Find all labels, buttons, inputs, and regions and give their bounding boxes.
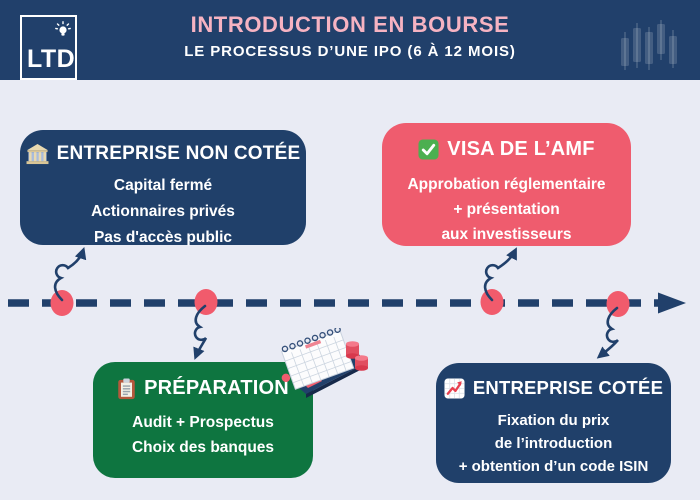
card-line: + présentation [453,201,560,218]
timeline-dot-3 [480,289,504,315]
lightbulb-icon [54,21,72,44]
card-line: aux investisseurs [441,226,572,243]
card-line: Pas d'accès public [93,229,233,246]
curly-arrow-up-1 [53,247,87,302]
header-band: INTRODUCTION EN BOURSE LE PROCESSUS D’UN… [0,0,700,80]
card-preparation: PRÉPARATION Audit + Prospectus Choix des… [93,362,313,478]
bank-icon [26,143,49,165]
card-line: de l’introduction [494,435,613,452]
page-title: INTRODUCTION EN BOURSE [190,12,510,37]
curly-arrow-down-2 [596,306,619,359]
check-icon [418,139,439,160]
chart-up-icon [444,377,465,399]
timeline-dot-2 [194,289,218,315]
ltd-logo-text: LTD [27,45,76,73]
curly-arrow-down-1 [193,304,208,360]
card-line: Fixation du prix [497,412,610,429]
card-line: Approbation réglementaire [407,176,606,193]
clipboard-icon [117,377,136,400]
timeline-dot-4 [606,291,630,317]
card-entreprise-non-cotee: ENTREPRISE NON COTÉE Capital fermé Actio… [20,130,306,246]
ltd-logo: LTD [20,15,77,80]
card-title: VISA DE L’AMF [447,138,595,160]
card-line: Actionnaires privés [91,203,235,220]
timeline-dot-1 [50,290,74,316]
card-line: + obtention d’un code ISIN [458,458,649,475]
card-line: Capital fermé [113,177,213,194]
card-line: Choix des banques [131,439,275,456]
page-subtitle: LE PROCESSUS D’UNE IPO (6 À 12 MOIS) [184,43,516,60]
card-title: ENTREPRISE COTÉE [472,377,664,398]
card-visa-amf: VISA DE L’AMF Approbation réglementaire … [382,123,631,246]
timeline-arrowhead-icon [658,292,686,314]
card-line: Audit + Prospectus [132,414,274,431]
card-title: ENTREPRISE NON COTÉE [56,143,301,164]
card-title: PRÉPARATION [144,377,289,399]
calculator-illustration [281,328,368,398]
card-entreprise-cotee: ENTREPRISE COTÉE Fixation du prix de l’i… [436,363,671,483]
candlestick-chart-icon [620,20,682,79]
curly-arrow-up-2 [483,247,517,302]
